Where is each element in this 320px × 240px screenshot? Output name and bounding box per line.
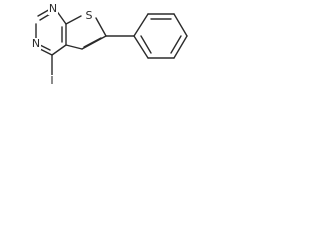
phenyl-inner-3 [140, 35, 152, 54]
atom-i: I [50, 74, 53, 87]
bond-c6-c5 [81, 35, 107, 50]
phenyl-bond-6 [133, 35, 149, 59]
atom-n1: N [49, 2, 57, 15]
bond-c5-c4a [65, 44, 83, 50]
atom-s: S [86, 9, 93, 22]
phenyl-inner-2 [170, 35, 182, 54]
atom-labels: N N S I [31, 2, 95, 87]
structure-canvas: N N S I [0, 0, 206, 113]
molecule-structure: N N S I [31, 2, 188, 87]
phenyl-ring [133, 13, 188, 59]
phenyl-bond-3 [173, 13, 188, 37]
phenyl-bond-1 [133, 13, 149, 37]
bond-c7a-s [65, 15, 82, 25]
bond-s-c6 [95, 17, 107, 37]
bond-c4a-c4 [51, 44, 67, 56]
thiophene-ring [65, 15, 107, 50]
bond-c6-c5-inner [83, 37, 102, 48]
bond-c4-n3-inner [39, 44, 51, 51]
atom-n3: N [32, 37, 40, 50]
phenyl-bond-4 [173, 35, 188, 59]
